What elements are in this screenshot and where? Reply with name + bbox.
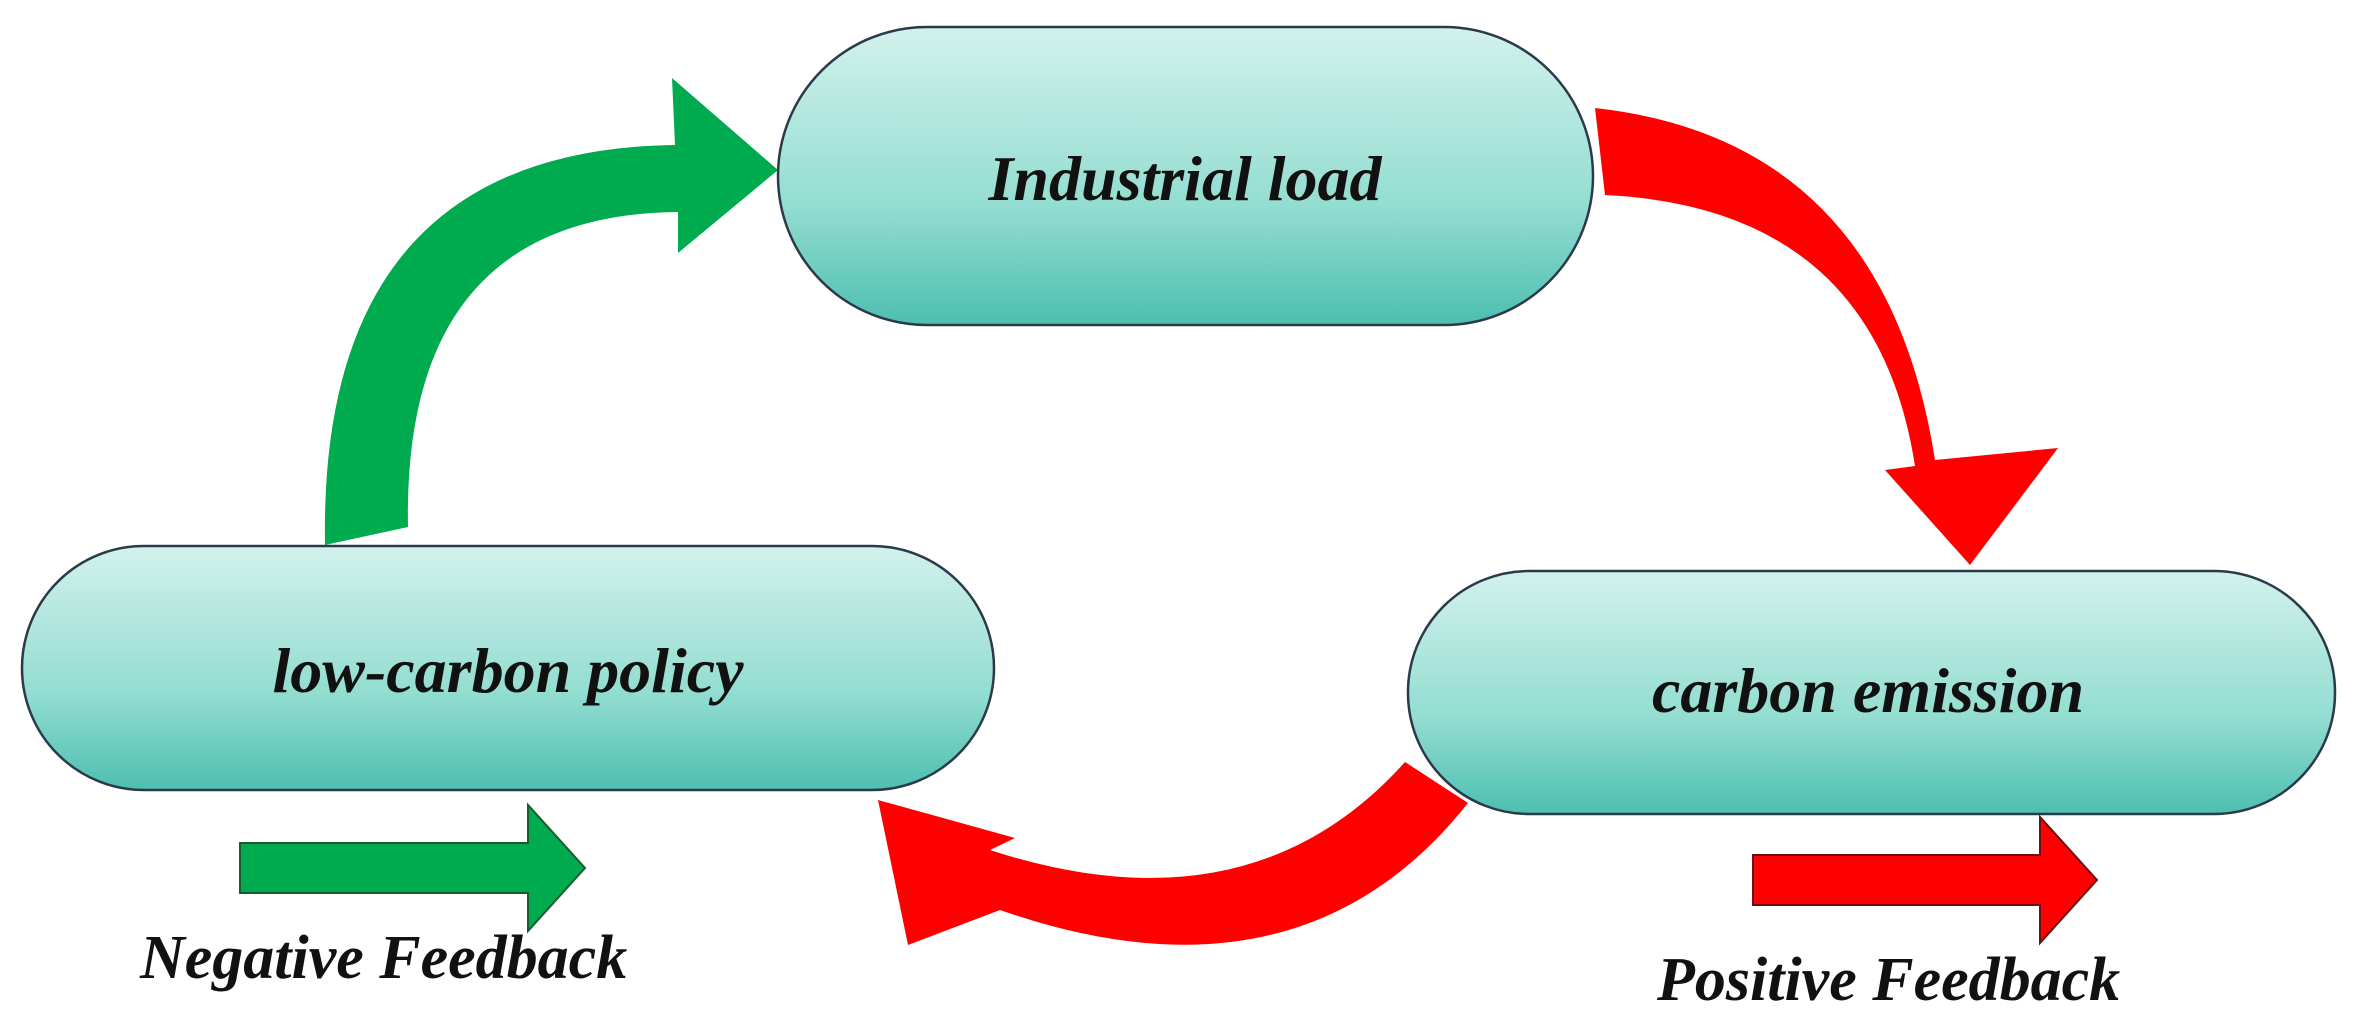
legend-positive-label: Positive Feedback — [1656, 946, 2120, 1014]
node-low-carbon-policy: low-carbon policy — [20, 544, 996, 792]
node-industrial-load-label: Industrial load — [987, 143, 1382, 214]
legend-negative-label: Negative Feedback — [139, 924, 627, 992]
legend-positive-arrow-icon — [1752, 814, 2099, 946]
node-carbon-emission-box — [1406, 569, 2337, 816]
legend-negative: Negative Feedback — [139, 802, 627, 992]
positive-feedback-arrow-bottom — [878, 762, 1468, 945]
legend-positive: Positive Feedback — [1656, 814, 2120, 1014]
node-industrial-load: Industrial load — [776, 25, 1595, 327]
negative-feedback-arrow — [324, 78, 778, 545]
node-industrial-load-box — [776, 25, 1595, 327]
positive-feedback-arrow-top — [1595, 108, 2058, 565]
node-low-carbon-policy-label: low-carbon policy — [272, 635, 744, 706]
node-carbon-emission: carbon emission — [1406, 569, 2337, 816]
legend-negative-arrow-icon — [239, 802, 587, 934]
node-low-carbon-policy-box — [20, 544, 996, 792]
node-carbon-emission-label: carbon emission — [1652, 655, 2084, 726]
